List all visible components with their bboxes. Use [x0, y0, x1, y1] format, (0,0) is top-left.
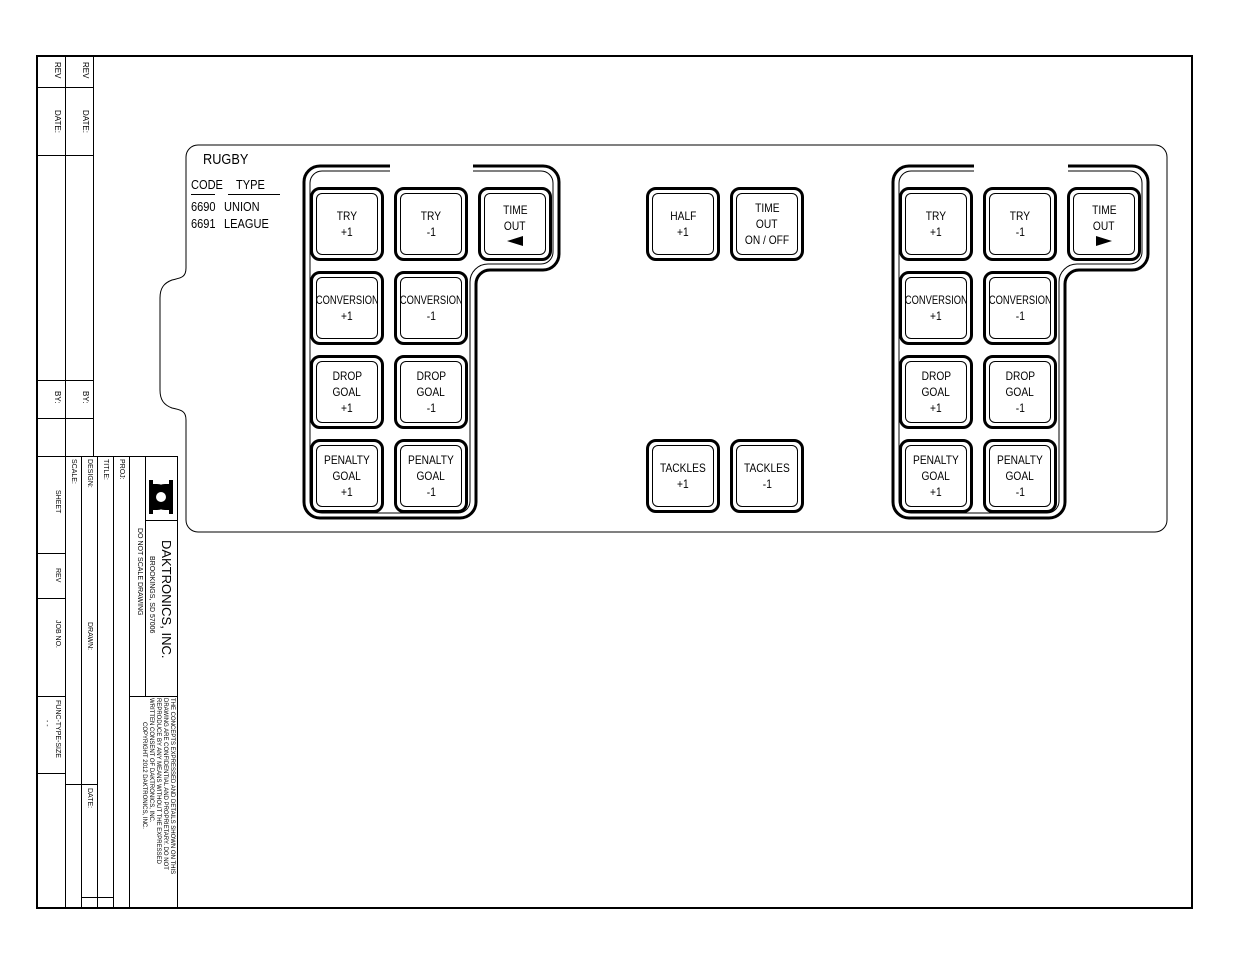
company-address: BROOKINGS, SD 57006 [148, 556, 155, 634]
guest-conversion-plus-key[interactable]: CONVERSION+1 [899, 271, 973, 345]
notice-line: DRAWING ARE CONFIDENTIAL AND PROPRIETARY… [162, 698, 168, 870]
type-value: LEAGUE [224, 216, 269, 231]
tackles-plus-key[interactable]: TACKLES+1 [646, 439, 720, 513]
by-label: BY: [53, 391, 62, 404]
title-label: TITLE: [102, 459, 109, 481]
guest-try-minus-key[interactable]: TRY-1 [983, 187, 1057, 261]
code-value: 6691 [191, 216, 216, 231]
home-try-minus-key[interactable]: TRY-1 [394, 187, 468, 261]
arrow-right-icon [1096, 236, 1112, 246]
sport-title: RUGBY [203, 151, 249, 168]
no-scale-note: DO NOT SCALE DRAWING [136, 528, 143, 616]
code-value: 6690 [191, 199, 216, 214]
guest-try-plus-key[interactable]: TRY+1 [899, 187, 973, 261]
rev-label: REV [54, 568, 61, 583]
sheet-label: SHEET [54, 490, 61, 514]
drawn-label: DRAWN: [86, 622, 93, 651]
half-plus-key[interactable]: HALF+1 [646, 187, 720, 261]
notice-line: WRITTEN CONSENT OF DAKTRONICS, INC. [148, 698, 154, 823]
home-try-plus-key[interactable]: TRY+1 [310, 187, 384, 261]
company-name: DAKTRONICS, INC. [159, 540, 174, 659]
daktronics-logo-icon [149, 480, 173, 514]
design-label: DESIGN: [86, 459, 93, 488]
guest-conversion-minus-key[interactable]: CONVERSION-1 [983, 271, 1057, 345]
legend-underline [228, 194, 280, 195]
home-conversion-minus-key[interactable]: CONVERSION-1 [394, 271, 468, 345]
job-no-label: JOB NO. [54, 620, 61, 649]
proj-label: PROJ: [118, 459, 125, 480]
notice-line: COPYRIGHT 2012 DAKTRONICS, INC. [141, 722, 147, 829]
func-type-size-label: FUNC-TYPE-SIZE [54, 700, 61, 758]
by-label: BY: [81, 391, 90, 404]
rev-label: REV [53, 62, 62, 79]
notice-line: REPRODUCE BY ANY MEANS WITHOUT THE EXPRE… [155, 698, 161, 864]
type-header: TYPE [236, 177, 265, 192]
date-label: DATE: [86, 788, 93, 809]
notice-line: THE CONCEPTS EXPRESSED AND DETAILS SHOWN… [169, 698, 175, 875]
drawing-frame [36, 55, 1193, 909]
rev-label: REV [81, 62, 90, 79]
date-label: DATE: [81, 110, 90, 133]
legend-underline [191, 194, 215, 195]
func-type-size-value: - - [43, 720, 50, 727]
scale-label: SCALE: [70, 459, 77, 484]
arrow-left-icon [507, 236, 523, 246]
code-header: CODE [191, 177, 223, 192]
type-value: UNION [224, 199, 260, 214]
tackles-minus-key[interactable]: TACKLES-1 [730, 439, 804, 513]
home-conversion-plus-key[interactable]: CONVERSION+1 [310, 271, 384, 345]
date-label: DATE: [53, 110, 62, 133]
